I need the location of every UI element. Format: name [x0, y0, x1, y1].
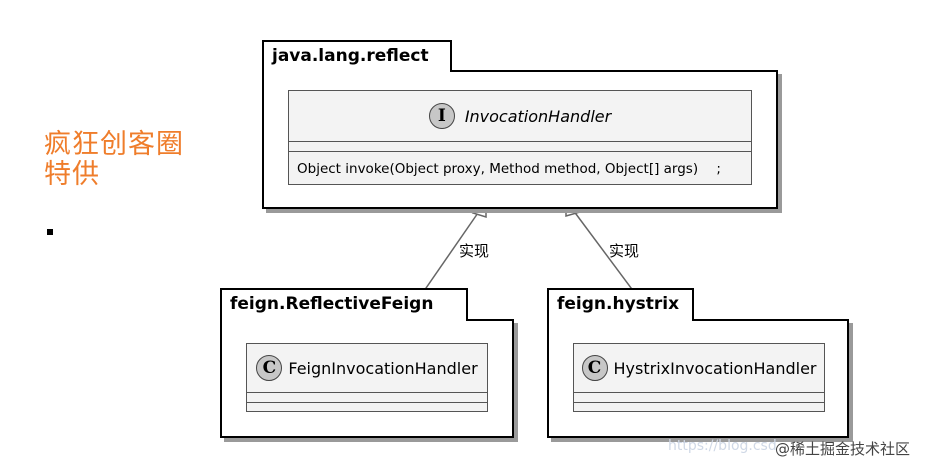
- class-name: HystrixInvocationHandler: [613, 358, 817, 378]
- class-name: InvocationHandler: [464, 106, 612, 126]
- package-name: feign.ReflectiveFeign: [230, 294, 434, 314]
- watermark-url: https://blog.csd: [668, 438, 777, 454]
- method-signature: Object invoke(Object proxy, Method metho…: [297, 161, 699, 177]
- class-feign-invocation-handler: C FeignInvocationHandler: [246, 343, 488, 412]
- class-badge-icon: C: [256, 355, 283, 381]
- class-invocation-handler: I InvocationHandler Object invoke(Object…: [288, 90, 752, 185]
- separator: [289, 141, 751, 142]
- package-name: java.lang.reflect: [272, 46, 429, 66]
- separator: [247, 392, 487, 393]
- brand-line-1: 疯狂创客圈: [44, 129, 184, 160]
- bullet-mark: [47, 229, 53, 235]
- package-name: feign.hystrix: [557, 294, 680, 314]
- class-hystrix-invocation-handler: C HystrixInvocationHandler: [573, 343, 825, 412]
- separator: [574, 402, 824, 403]
- class-header: I InvocationHandler: [289, 91, 751, 141]
- separator: [247, 402, 487, 403]
- package-tab-java-lang-reflect: java.lang.reflect: [262, 40, 452, 72]
- brand-line-2: 特供: [44, 159, 100, 190]
- method-suffix: ;: [716, 161, 721, 177]
- class-badge-icon: C: [581, 355, 608, 381]
- class-name: FeignInvocationHandler: [288, 358, 478, 378]
- separator: [289, 151, 751, 152]
- relation-label-left: 实现: [459, 242, 490, 260]
- separator: [574, 392, 824, 393]
- class-header: C FeignInvocationHandler: [247, 344, 487, 392]
- relation-label-right: 实现: [609, 242, 640, 260]
- class-header: C HystrixInvocationHandler: [574, 344, 824, 392]
- method-invoke: Object invoke(Object proxy, Method metho…: [297, 161, 721, 177]
- interface-badge-icon: I: [428, 103, 455, 129]
- watermark-credit: @稀土掘金技术社区: [775, 440, 911, 458]
- package-tab-feign-hystrix: feign.hystrix: [547, 288, 694, 321]
- brand-text: 疯狂创客圈 特供: [44, 130, 184, 190]
- package-tab-feign-reflectivefeign: feign.ReflectiveFeign: [220, 288, 468, 321]
